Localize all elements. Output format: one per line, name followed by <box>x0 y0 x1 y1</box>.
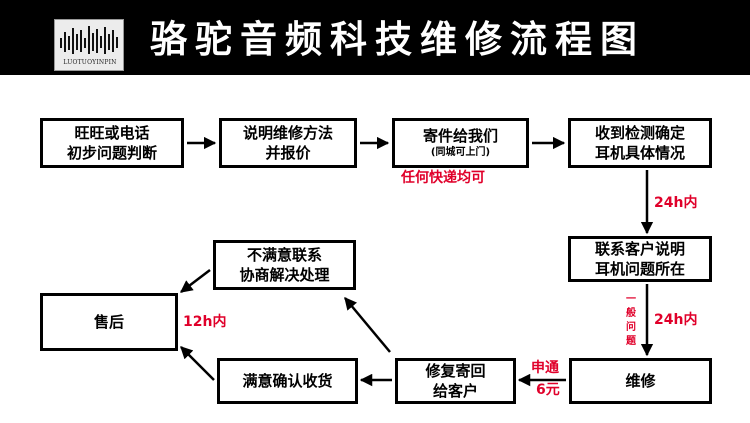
logo-text: LUOTUOYINPIN <box>63 59 117 66</box>
step-aftersale-line1: 售后 <box>93 313 124 331</box>
step-contact-line1: 联系客户说明 <box>594 240 685 258</box>
note-general-char-2: 般 <box>626 308 636 319</box>
note-general-char-4: 题 <box>626 336 636 347</box>
header-bar: LUOTUOYINPIN 骆驼音频科技维修流程图 <box>0 0 750 75</box>
page-title: 骆驼音频科技维修流程图 <box>150 18 645 61</box>
step-negotiate-line1: 不满意联系 <box>246 246 322 264</box>
step-confirm-line1: 满意确认收货 <box>242 372 333 390</box>
step-return-line2: 给客户 <box>432 382 478 400</box>
brand-logo: LUOTUOYINPIN <box>54 19 124 71</box>
step-contact-line2: 耳机问题所在 <box>594 260 685 278</box>
step-judge: 旺旺或电话 初步问题判断 <box>40 118 184 168</box>
step-contact: 联系客户说明 耳机问题所在 <box>568 236 712 282</box>
step-quote-line1: 说明维修方法 <box>242 124 333 142</box>
step-aftersale: 售后 <box>40 293 178 351</box>
step-negotiate: 不满意联系 协商解决处理 <box>213 240 356 290</box>
step-return-line1: 修复寄回 <box>425 362 486 380</box>
arrow-negotiate-to-aftersale <box>180 269 211 293</box>
note-24h-contact: 24h内 <box>654 312 698 328</box>
step-quote: 说明维修方法 并报价 <box>219 118 357 168</box>
step-receive-line1: 收到检测确定 <box>594 124 685 142</box>
note-12h: 12h内 <box>183 314 227 330</box>
arrow-confirm-to-aftersale <box>180 346 215 381</box>
arrow-return-to-negotiate <box>344 297 391 353</box>
step-judge-line2: 初步问题判断 <box>66 144 157 162</box>
note-courier: 申通 <box>531 360 559 376</box>
step-return: 修复寄回 给客户 <box>395 358 516 404</box>
step-send-line1: 寄件给我们 <box>422 127 498 145</box>
note-general-char-3: 问 <box>626 322 636 333</box>
note-express: 任何快递均可 <box>401 170 485 186</box>
step-repair-line1: 维修 <box>625 372 656 390</box>
waveform-logo-icon <box>60 26 118 54</box>
step-judge-line1: 旺旺或电话 <box>74 124 150 142</box>
note-price: 6元 <box>536 382 560 398</box>
step-send-line2: (同城可上门) <box>430 147 491 158</box>
note-24h-receive: 24h内 <box>654 195 698 211</box>
step-receive: 收到检测确定 耳机具体情况 <box>568 118 712 168</box>
step-confirm: 满意确认收货 <box>217 358 358 404</box>
note-general-problem: 一 般 问 题 <box>624 293 638 349</box>
step-negotiate-line2: 协商解决处理 <box>239 266 330 284</box>
step-quote-line2: 并报价 <box>265 144 311 162</box>
step-repair: 维修 <box>569 358 712 404</box>
step-receive-line2: 耳机具体情况 <box>594 144 685 162</box>
step-send: 寄件给我们 (同城可上门) <box>392 118 529 168</box>
note-general-char-1: 一 <box>626 294 636 305</box>
